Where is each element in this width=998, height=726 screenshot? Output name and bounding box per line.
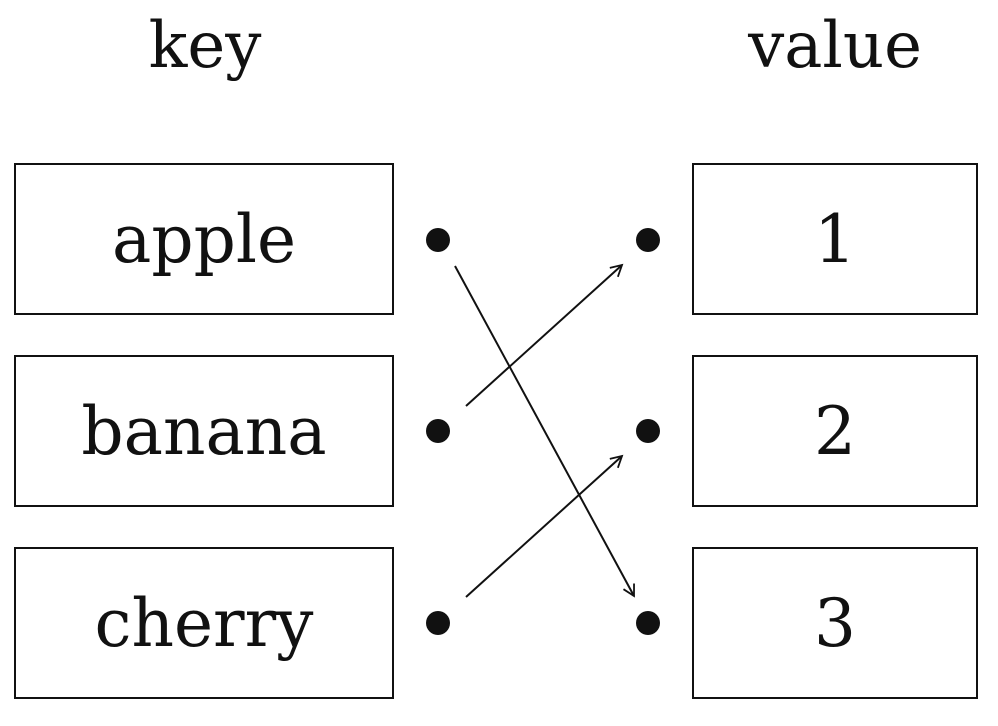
value-box-1: 1 — [692, 163, 978, 315]
key-box-banana: banana — [14, 355, 394, 507]
value-column-header: value — [748, 9, 922, 83]
key-column-header: key — [148, 9, 262, 83]
value-box-2: 2 — [692, 355, 978, 507]
value-dot-2 — [636, 419, 660, 443]
value-dot-1 — [636, 228, 660, 252]
arrow-cherry-to-2 — [465, 454, 624, 598]
key-dot-cherry — [426, 611, 450, 635]
value-box-3: 3 — [692, 547, 978, 699]
arrow-apple-to-3 — [454, 265, 635, 598]
arrow-banana-to-1 — [465, 263, 624, 407]
key-box-apple: apple — [14, 163, 394, 315]
key-box-cherry: cherry — [14, 547, 394, 699]
key-dot-apple — [426, 228, 450, 252]
key-dot-banana — [426, 419, 450, 443]
value-dot-3 — [636, 611, 660, 635]
